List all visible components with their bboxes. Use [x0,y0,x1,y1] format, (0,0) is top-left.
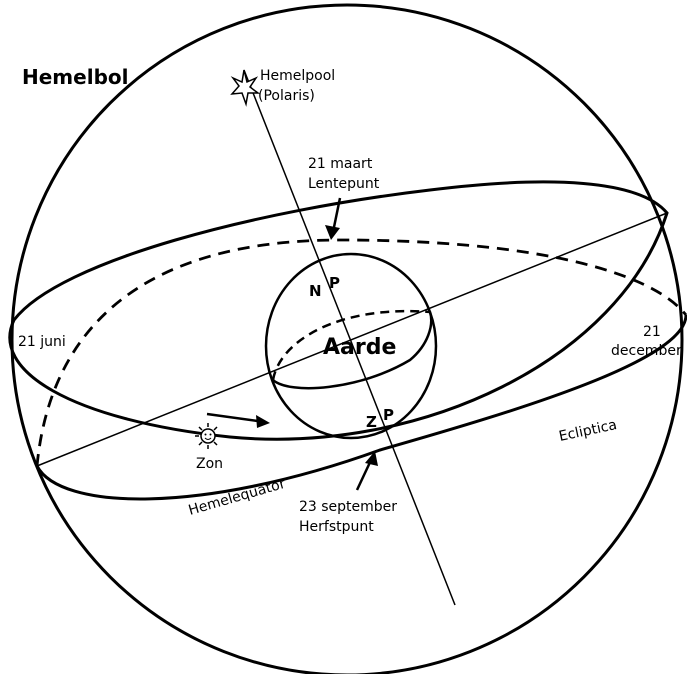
autumn-date-label: 23 september [299,499,397,515]
sun-icon [195,423,221,449]
north-p-label: P [329,274,340,292]
spring-date-label: 21 maart [308,156,373,172]
south-z-label: Z [366,413,377,431]
north-n-label: N [309,282,322,300]
title-label: Hemelbol [22,65,128,89]
june-label: 21 juni [18,334,66,350]
pole-label-2: (Polaris) [258,88,315,104]
pole-star-icon [232,70,258,104]
ecliptic-label: Ecliptica [558,417,619,445]
earth-label: Aarde [323,335,396,360]
december-day-label: 21 [643,324,661,340]
autumn-name-label: Herfstpunt [299,519,374,535]
pole-label-1: Hemelpool [260,68,335,84]
spring-name-label: Lentepunt [308,176,380,192]
december-month-label: december [611,343,682,359]
south-p-label: P [383,406,394,424]
equator-label: Hemelequator [187,476,288,519]
sun-label: Zon [196,456,223,472]
sun-motion-arrow [207,414,270,428]
